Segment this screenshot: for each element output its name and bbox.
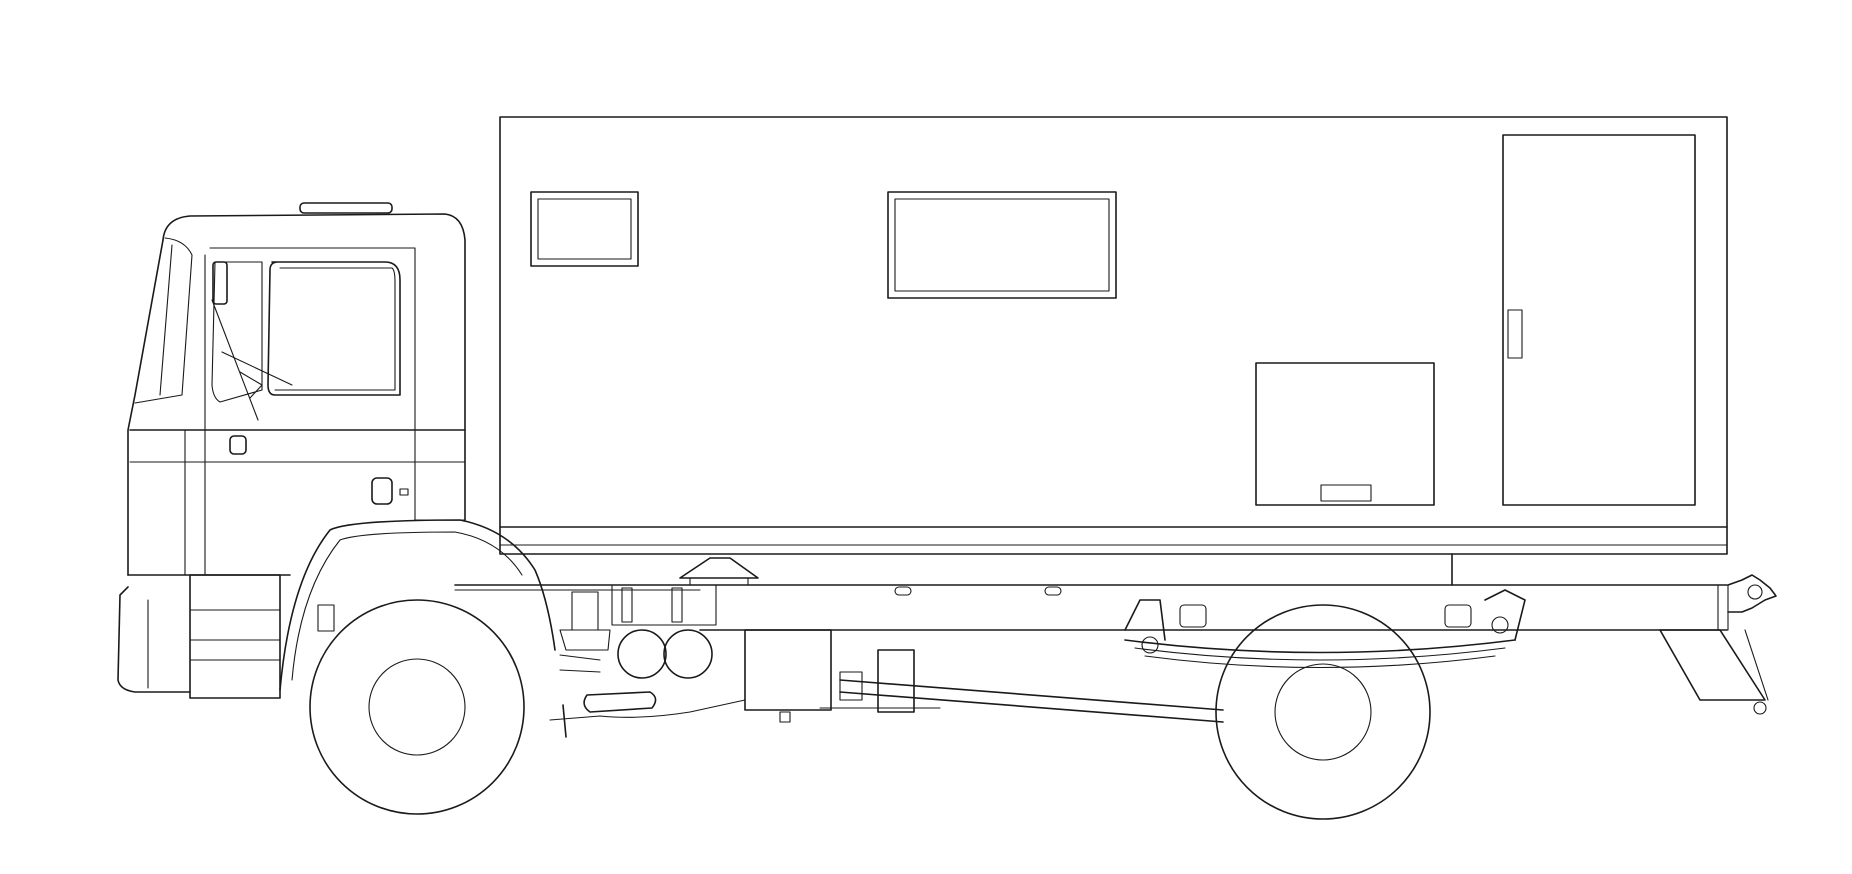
hatch-handle xyxy=(1320,484,1372,502)
wide-window xyxy=(887,191,1117,299)
front-wheel xyxy=(309,599,525,815)
rear-support-bracket xyxy=(1659,574,1777,715)
transfer-case xyxy=(744,629,941,723)
rear-wheel xyxy=(1215,604,1431,820)
side-window xyxy=(267,261,401,396)
front-bumper xyxy=(117,574,335,699)
drive-shaft xyxy=(839,671,1224,723)
cab-door xyxy=(209,247,416,521)
exhaust-pipe xyxy=(583,691,657,713)
box-body-outline xyxy=(499,116,1728,555)
windshield xyxy=(134,237,193,404)
small-window xyxy=(530,191,639,267)
entry-door xyxy=(1502,134,1696,506)
front-suspension xyxy=(559,591,611,738)
front-wheel-arch xyxy=(279,519,556,691)
cab xyxy=(127,202,466,576)
chassis-frame xyxy=(454,557,1729,631)
cab-step-lock xyxy=(371,477,393,505)
box-body xyxy=(499,116,1728,586)
service-hatch xyxy=(1255,362,1435,506)
side-mirror xyxy=(212,261,228,305)
roof-hatch xyxy=(299,202,393,214)
door-handle-cab xyxy=(229,435,247,455)
air-tanks xyxy=(611,584,717,679)
cab-roof xyxy=(162,213,466,521)
tow-hitch xyxy=(1727,574,1777,613)
door-handle xyxy=(1507,309,1523,359)
vent-cap xyxy=(679,557,759,579)
cab-front xyxy=(127,239,164,576)
rear-leaf-spring xyxy=(1124,589,1526,669)
